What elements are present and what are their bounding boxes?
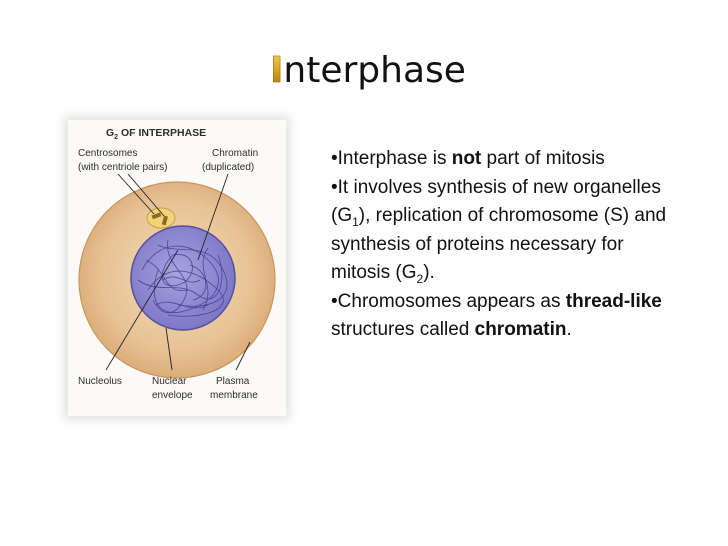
subscript-g1: 1: [352, 214, 359, 229]
interphase-diagram: G2 OF INTERPHASE Centrosomes (with centr…: [78, 127, 276, 401]
centrosome: [146, 207, 176, 229]
centriole-b: [161, 215, 168, 226]
slide-title: Interphase: [270, 50, 466, 92]
label-chromatin-sub: (duplicated): [202, 162, 254, 173]
label-plasma: Plasma: [216, 376, 250, 387]
bullet-1-emphasis: not: [451, 148, 482, 169]
label-centrosomes-sub: (with centriole pairs): [78, 162, 167, 173]
subscript-g2: 2: [416, 271, 424, 286]
bullet-3-emphasis-2: chromatin: [474, 319, 567, 340]
bullet-1: •Interphase is not part of mitosis: [331, 148, 605, 169]
bullet-list: •Interphase is not part of mitosis •It i…: [331, 145, 671, 345]
interphase-figure: G2 OF INTERPHASE Centrosomes (with centr…: [68, 120, 286, 416]
figure-heading: G2 OF INTERPHASE: [106, 127, 206, 141]
bullet-3-emphasis-1: thread-like: [565, 290, 662, 312]
label-nucleolus: Nucleolus: [78, 376, 122, 387]
label-chromatin: Chromatin: [212, 148, 258, 159]
bullet-2: •It involves synthesis of new organelles…: [331, 176, 667, 286]
leader-lines: [105, 173, 251, 371]
nucleus: [130, 225, 236, 331]
bullet-3: •Chromosomes appears as thread-like stru…: [331, 290, 673, 341]
label-nuclear: Nuclear: [152, 376, 187, 387]
chromatin-threads: [137, 239, 228, 317]
centriole-a: [151, 212, 162, 220]
label-plasma-sub: membrane: [210, 390, 258, 401]
label-centrosomes: Centrosomes: [78, 148, 137, 159]
title-rest: nterphase: [283, 50, 466, 91]
title-initial-letter: I: [270, 50, 284, 92]
label-nuclear-sub: envelope: [152, 390, 193, 401]
